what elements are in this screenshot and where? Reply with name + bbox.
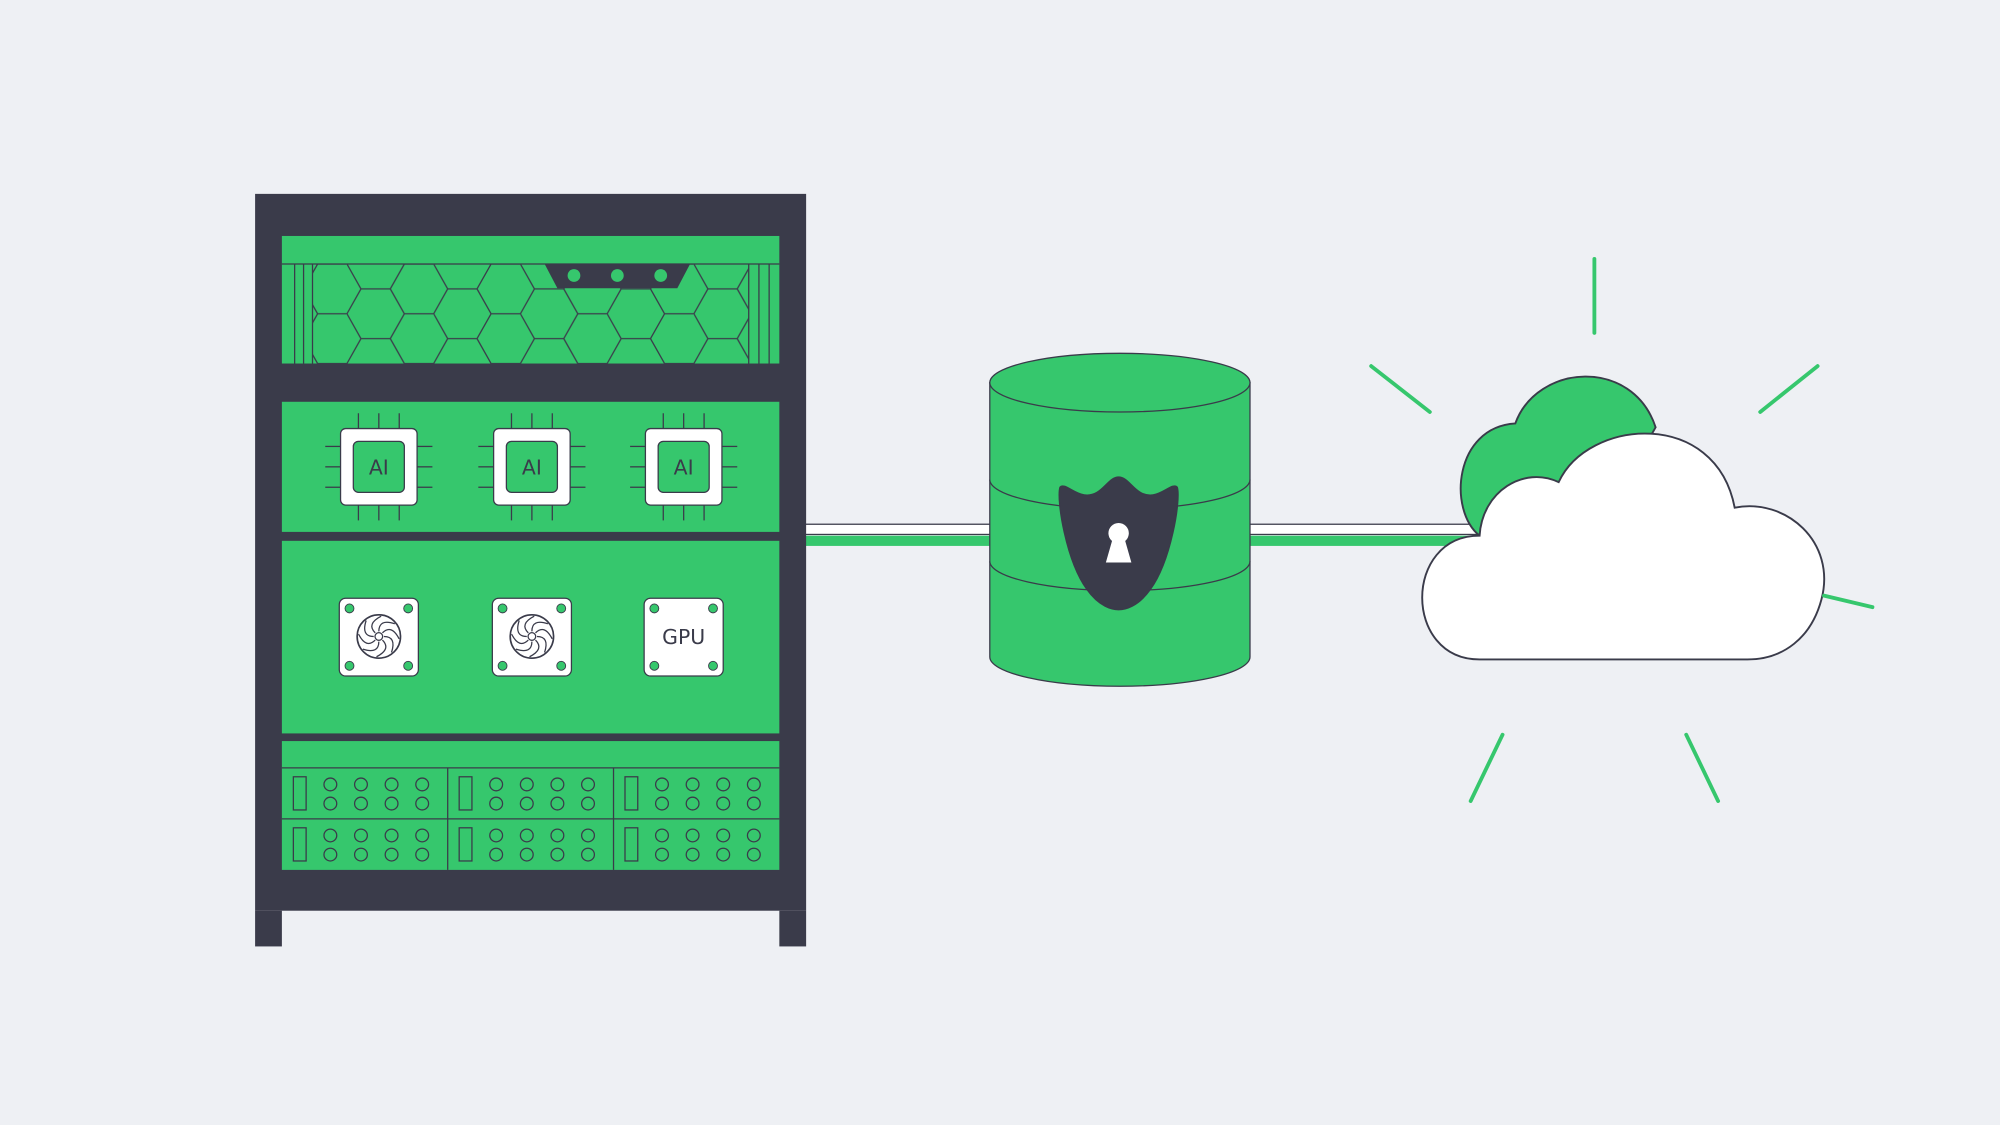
- port: [685, 777, 700, 792]
- port: [489, 828, 504, 843]
- port: [489, 796, 504, 811]
- screw-icon: [497, 603, 508, 614]
- port: [519, 847, 534, 862]
- fan-icon: [509, 613, 555, 659]
- chip-label: AI: [522, 455, 542, 479]
- drive-slot: [624, 827, 639, 862]
- gpu-module: GPU: [643, 597, 724, 677]
- screw-icon: [403, 603, 414, 614]
- port: [580, 847, 596, 862]
- server-rack: AI AI AI GPU: [255, 193, 807, 947]
- port: [519, 796, 534, 811]
- screw-icon: [649, 603, 660, 614]
- port: [746, 828, 761, 843]
- fan-module: [491, 597, 573, 677]
- port: [519, 828, 534, 843]
- port: [580, 796, 596, 811]
- port: [746, 796, 761, 811]
- cloud-icon: [1421, 375, 1826, 661]
- drive-slot: [292, 827, 307, 862]
- screw-icon: [556, 660, 567, 671]
- screw-icon: [649, 660, 660, 671]
- database-cylinder: [989, 352, 1251, 687]
- chip-label: AI: [369, 455, 389, 479]
- port: [654, 847, 670, 862]
- port: [384, 828, 399, 843]
- port: [353, 777, 368, 792]
- rack-shelf-ports: [281, 741, 780, 870]
- port: [353, 796, 368, 811]
- screw-icon: [497, 660, 508, 671]
- port: [746, 847, 761, 862]
- port: [550, 777, 565, 792]
- status-led: [654, 269, 668, 282]
- port: [353, 828, 368, 843]
- port: [654, 796, 670, 811]
- port: [716, 847, 731, 862]
- port: [323, 777, 338, 792]
- port: [384, 777, 399, 792]
- port: [489, 847, 504, 862]
- shield-keyhole-icon: [1058, 476, 1179, 611]
- port: [716, 777, 731, 792]
- port: [685, 796, 700, 811]
- fan-module: [338, 597, 420, 677]
- drive-slot: [292, 776, 307, 811]
- port: [654, 777, 670, 792]
- port: [716, 796, 731, 811]
- port: [323, 796, 338, 811]
- cloud-rays: [1369, 257, 1875, 803]
- ai-chip-icon: AI: [478, 413, 586, 521]
- rack-leg: [255, 910, 282, 947]
- screw-icon: [344, 660, 355, 671]
- status-led: [567, 269, 581, 282]
- port: [323, 847, 338, 862]
- port: [580, 828, 596, 843]
- status-led: [610, 269, 624, 282]
- port: [716, 828, 731, 843]
- port: [384, 796, 399, 811]
- port: [685, 847, 700, 862]
- port: [685, 828, 700, 843]
- port: [519, 777, 534, 792]
- screw-icon: [708, 603, 718, 614]
- port: [415, 828, 430, 843]
- ai-chip-icon: AI: [325, 413, 433, 521]
- screw-icon: [344, 603, 355, 614]
- port: [415, 777, 430, 792]
- ai-chip-icon: AI: [630, 413, 738, 521]
- drive-slot: [458, 827, 473, 862]
- port: [323, 828, 338, 843]
- gpu-label: GPU: [662, 625, 705, 649]
- port: [550, 847, 565, 862]
- rack-shelf-vent: [281, 235, 780, 364]
- port: [550, 796, 565, 811]
- port: [550, 828, 565, 843]
- port: [746, 777, 761, 792]
- port: [489, 777, 504, 792]
- screw-icon: [403, 660, 414, 671]
- port: [654, 828, 670, 843]
- drive-slot: [624, 776, 639, 811]
- port: [353, 847, 368, 862]
- chip-label: AI: [674, 455, 694, 479]
- port: [415, 847, 430, 862]
- fan-icon: [356, 613, 402, 659]
- screw-icon: [556, 603, 567, 614]
- port: [384, 847, 399, 862]
- drive-slot: [458, 776, 473, 811]
- port: [415, 796, 430, 811]
- rack-leg: [779, 910, 807, 947]
- port: [580, 777, 596, 792]
- screw-icon: [708, 660, 718, 671]
